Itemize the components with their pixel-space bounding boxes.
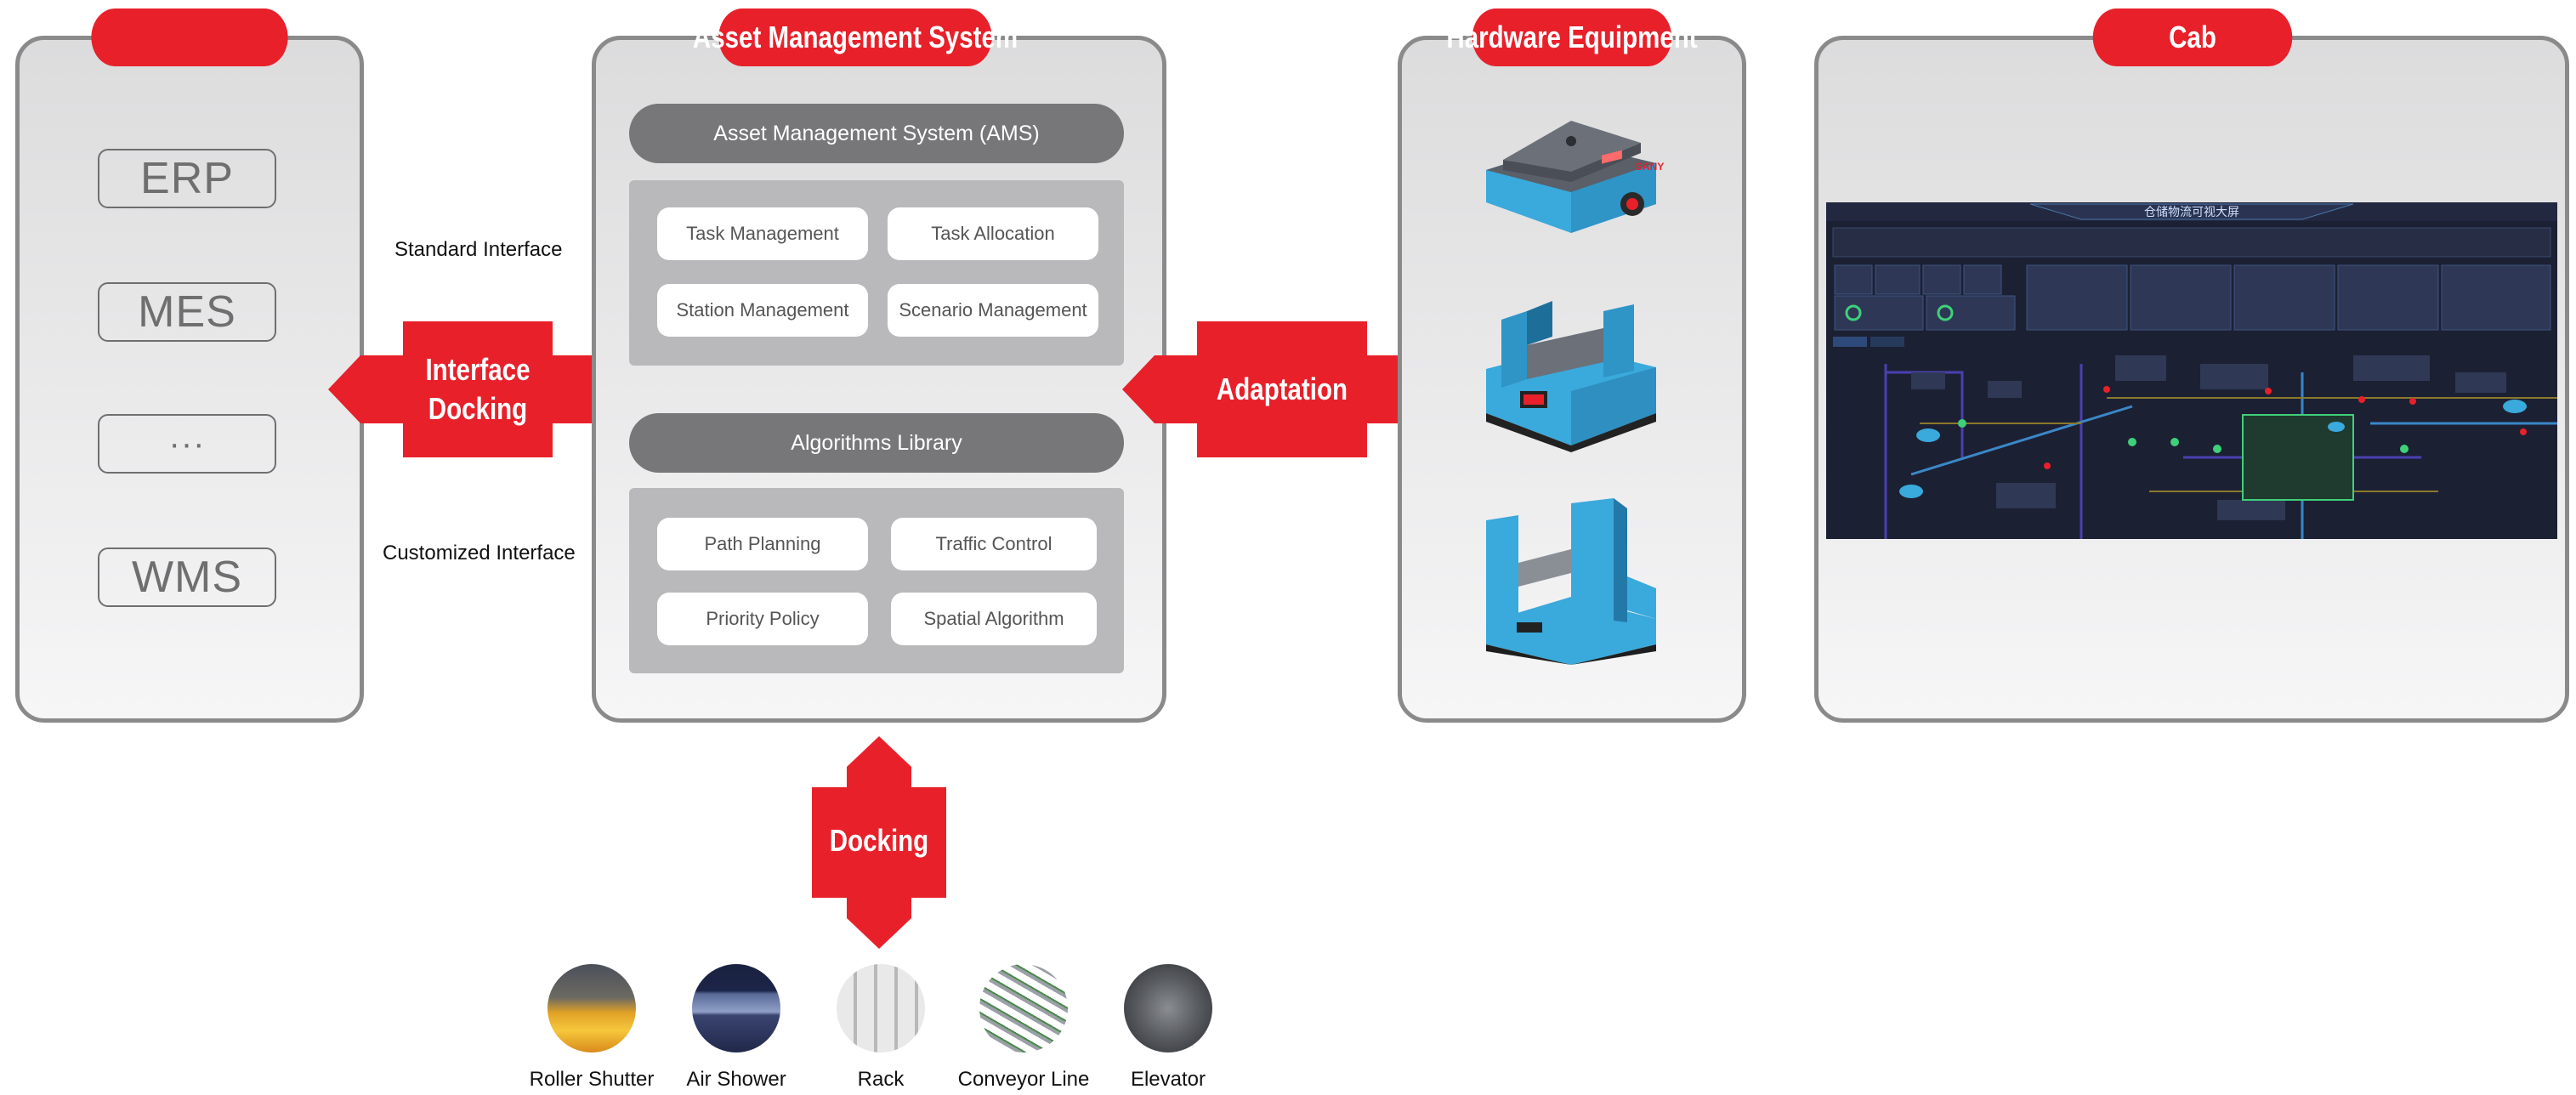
system-more: ··· <box>98 414 276 474</box>
business-systems-title <box>91 9 288 66</box>
rack-image <box>837 964 925 1052</box>
interface-docking-arrow <box>328 321 627 457</box>
air-shower-image <box>692 964 780 1052</box>
algorithm-priority-policy: Priority Policy <box>657 593 868 645</box>
cab-title: Cab <box>2092 9 2293 66</box>
business-systems-panel <box>15 36 364 723</box>
algorithms-header: Algorithms Library <box>629 413 1124 473</box>
fork-robot-image <box>1486 498 1656 665</box>
dashboard-title: 仓储物流可视大屏 <box>2144 206 2239 219</box>
cab-dashboard-screen: 仓储物流可视大屏 <box>1826 202 2557 539</box>
algorithm-path-planning: Path Planning <box>657 518 868 570</box>
ams-title: Asset Management System <box>693 9 1018 66</box>
adaptation-label: Adaptation <box>1216 372 1348 406</box>
elevator-image <box>1124 964 1212 1052</box>
clamp-robot-image <box>1486 301 1656 452</box>
docking-arrow <box>812 736 946 949</box>
module-station-management: Station Management <box>657 284 868 337</box>
roller-shutter-image <box>548 964 636 1052</box>
algorithm-traffic-control: Traffic Control <box>891 518 1097 570</box>
docking-label: Docking <box>829 823 929 858</box>
system-mes: MES <box>98 282 276 342</box>
module-scenario-management: Scenario Management <box>888 284 1098 337</box>
algorithms-area <box>629 488 1124 673</box>
conveyor-line-label: Conveyor Line <box>957 1068 1090 1091</box>
customized-interface-label: Customized Interface <box>383 542 576 565</box>
standard-interface-label: Standard Interface <box>394 238 563 261</box>
module-task-allocation: Task Allocation <box>888 207 1098 260</box>
system-erp: ERP <box>98 149 276 208</box>
robot-brand-logo: SANY <box>1636 161 1664 173</box>
hardware-title: Hardware Equipment <box>1446 9 1698 66</box>
ams-header: Asset Management System (AMS) <box>629 104 1124 163</box>
rack-label: Rack <box>857 1068 905 1091</box>
adaptation-arrow <box>1122 321 1442 457</box>
roller-shutter-label: Roller Shutter <box>529 1068 655 1091</box>
conveyor-line-image <box>979 964 1068 1052</box>
air-shower-label: Air Shower <box>686 1068 786 1091</box>
algorithm-spatial-algorithm: Spatial Algorithm <box>891 593 1097 645</box>
elevator-label: Elevator <box>1130 1068 1206 1091</box>
module-task-management: Task Management <box>657 207 868 260</box>
system-wms: WMS <box>98 548 276 607</box>
interface-docking-label: Interface Docking <box>425 352 531 426</box>
agv-robot-image: SANY <box>1486 121 1664 233</box>
